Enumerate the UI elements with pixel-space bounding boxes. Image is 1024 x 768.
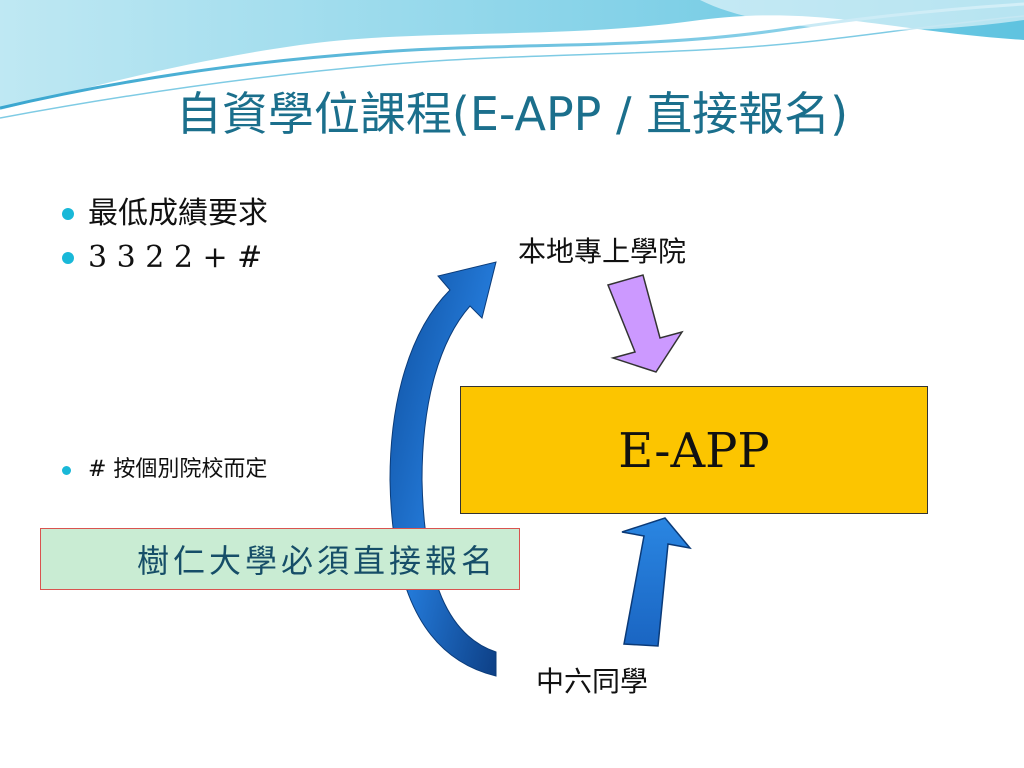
eapp-box: E-APP [460,386,928,514]
header-wave-decoration [0,0,1024,119]
direct-application-box: 樹仁大學必須直接報名 [40,528,520,590]
label-local-institutions: 本地專上學院 [518,235,687,268]
bullet-item: 3 3 2 2 + # [60,236,268,280]
bullet-dot-icon [62,208,74,220]
bullet-list-requirements: 最低成績要求 3 3 2 2 + # [60,192,268,280]
bullet-item: 最低成績要求 [60,192,268,236]
bullet-list-note: # 按個別院校而定 [60,455,267,485]
bullet-text-min-grade: 最低成績要求 [88,196,268,231]
bullet-dot-icon [62,252,74,264]
bullet-text-note: # 按個別院校而定 [88,457,268,482]
bullet-item: # 按個別院校而定 [60,455,267,485]
slide-title: 自資學位課程(E-APP / 直接報名) [175,87,849,141]
up-arrow-icon [621,517,692,647]
label-form-six-students: 中六同學 [536,665,649,698]
bullet-dot-icon [62,466,71,475]
down-arrow-icon [606,274,684,373]
bullet-text-grades: 3 3 2 2 + # [88,240,263,275]
